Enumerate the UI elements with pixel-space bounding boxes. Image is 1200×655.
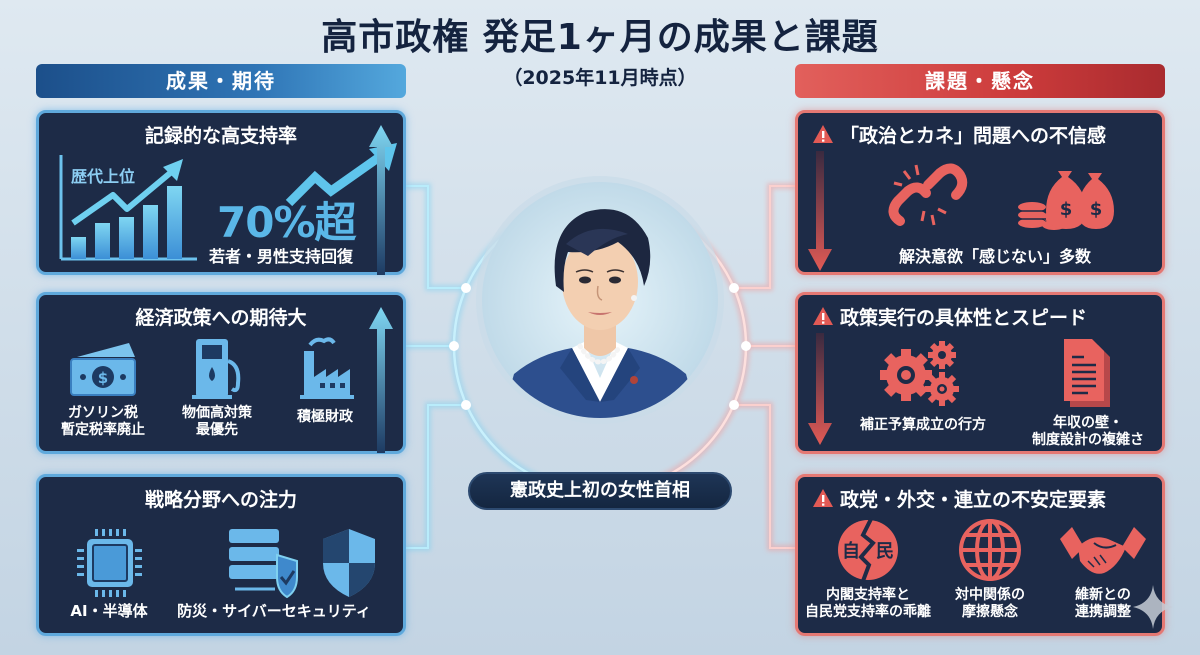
- shield-icon: [323, 529, 375, 597]
- svg-text:$: $: [1090, 199, 1103, 220]
- item-label-line1: 年収の壁・: [1053, 415, 1123, 431]
- page-title: 高市政権 発足1ヶ月の成果と課題: [321, 17, 879, 58]
- factory-icon: [300, 337, 354, 399]
- item-label-line1: 補正予算成立の行方: [860, 417, 986, 433]
- item-label-line2: 制度設計の複雑さ: [1032, 432, 1144, 448]
- item-ishin-coordination: 維新との 連携調整: [1048, 517, 1158, 621]
- panel-party-diplomacy: 政党・外交・連立の不安定要素 自 民 内閣支持率と 自民党支持率の乖離 対中関係…: [795, 474, 1165, 636]
- svg-text:民: 民: [876, 541, 894, 562]
- handshake-icon: [1060, 527, 1146, 574]
- caption-first-female-pm: 憲政史上初の女性首相: [468, 472, 732, 510]
- panel-title: 経済政策への期待大: [135, 307, 307, 329]
- item-label-line1: 物価高対策: [182, 405, 252, 421]
- panel-title-text: 政党・外交・連立の不安定要素: [840, 489, 1107, 511]
- panel-title: 記録的な高支持率: [144, 125, 297, 147]
- svg-text:$: $: [1060, 199, 1073, 220]
- item-label-line2: 摩擦懸念: [962, 604, 1018, 620]
- bar-chart-rising-icon: [59, 155, 197, 261]
- item-supplementary-budget: 補正予算成立の行方: [838, 337, 1008, 434]
- item-active-fiscal: 積極財政: [277, 337, 373, 426]
- sparkle-icon: [1133, 585, 1173, 629]
- item-label-line2: 自民党支持率の乖離: [805, 604, 931, 620]
- svg-text:自: 自: [842, 540, 860, 562]
- item-price-measures: 物価高対策 最優先: [167, 337, 267, 439]
- warning-icon: [813, 489, 833, 507]
- portrait-illustration: [476, 176, 724, 424]
- panel-title-text: 政策実行の具体性とスピード: [840, 307, 1088, 329]
- prime-minister-portrait: [468, 168, 732, 432]
- server-shield-icon: [229, 529, 298, 599]
- item-approval-gap: 自 民 内閣支持率と 自民党支持率の乖離: [800, 517, 936, 621]
- svg-text:$: $: [98, 369, 108, 387]
- item-income-wall: 年収の壁・ 制度設計の複雑さ: [1018, 337, 1158, 449]
- fuel-pump-icon: [192, 339, 241, 399]
- approval-rate-value: 70%超: [217, 198, 357, 247]
- item-label-line1: 対中関係の: [955, 587, 1025, 603]
- down-arrow-icon: [808, 333, 832, 445]
- up-arrow-icon: [369, 307, 393, 453]
- chart-label: 歴代上位: [71, 167, 136, 186]
- panel-money-politics: 「政治とカネ」問題への不信感 $ $ 解決意欲「感じない」多数: [795, 110, 1165, 275]
- broken-chain-icon: [888, 163, 968, 226]
- panel-title-text: 「政治とカネ」問題への不信感: [840, 125, 1107, 147]
- warning-icon: [813, 125, 833, 143]
- item-label-line2: 暫定税率廃止: [61, 422, 145, 438]
- down-arrow-icon: [808, 151, 832, 271]
- panel-economic-policy: 経済政策への期待大 $ ガソリン税 暫定税率廃止 物価高対策 最優先: [36, 292, 406, 454]
- chip-icon: [77, 529, 142, 597]
- panel-title: 政策実行の具体性とスピード: [798, 303, 1162, 330]
- item-label-line1: ガソリン税: [68, 405, 138, 421]
- item-disaster-cyber: 防災・サイバーセキュリティ: [169, 527, 379, 620]
- money-bill-icon: $: [70, 343, 136, 396]
- globe-icon: [959, 519, 1021, 581]
- money-bags-icon: $ $: [1018, 171, 1114, 230]
- document-icon: [1064, 339, 1110, 407]
- item-label: AI・半導体: [70, 602, 148, 620]
- split-party-icon: 自 民: [838, 518, 898, 582]
- warning-icon: [813, 307, 833, 325]
- panel-strategic-fields: 戦略分野への注力 AI・半導体: [36, 474, 406, 636]
- item-label-line1: 積極財政: [297, 409, 353, 425]
- item-china-relations: 対中関係の 摩擦懸念: [940, 517, 1040, 621]
- item-label-line1: 維新との: [1075, 587, 1131, 603]
- up-arrow-icon: [369, 125, 393, 275]
- challenges-header: 課題・懸念: [795, 64, 1165, 98]
- item-label-line2: 連携調整: [1075, 604, 1131, 620]
- item-label: 防災・サイバーセキュリティ: [177, 602, 371, 620]
- panel-title: 政党・外交・連立の不安定要素: [798, 485, 1162, 512]
- gears-icon: [880, 341, 959, 406]
- panel-title: 「政治とカネ」問題への不信感: [798, 121, 1162, 148]
- panel-title: 戦略分野への注力: [144, 489, 297, 511]
- item-label-line2: 最優先: [196, 422, 238, 438]
- distrust-note: 解決意欲「感じない」多数: [898, 247, 1091, 266]
- achievements-header: 成果・期待: [36, 64, 406, 98]
- item-ai-semiconductor: AI・半導体: [59, 527, 159, 620]
- page-subtitle: （2025年11月時点）: [503, 67, 697, 89]
- item-gasoline-tax: $ ガソリン税 暫定税率廃止: [49, 337, 157, 439]
- panel-high-approval: 記録的な高支持率 歴代上位 70%超 若者・男性支持回復: [36, 110, 406, 275]
- approval-note: 若者・男性支持回復: [209, 247, 354, 266]
- panel-policy-execution: 政策実行の具体性とスピード 補正予算成立の行方 年収の壁・ 制度設計の: [795, 292, 1165, 454]
- item-label-line1: 内閣支持率と: [826, 587, 910, 603]
